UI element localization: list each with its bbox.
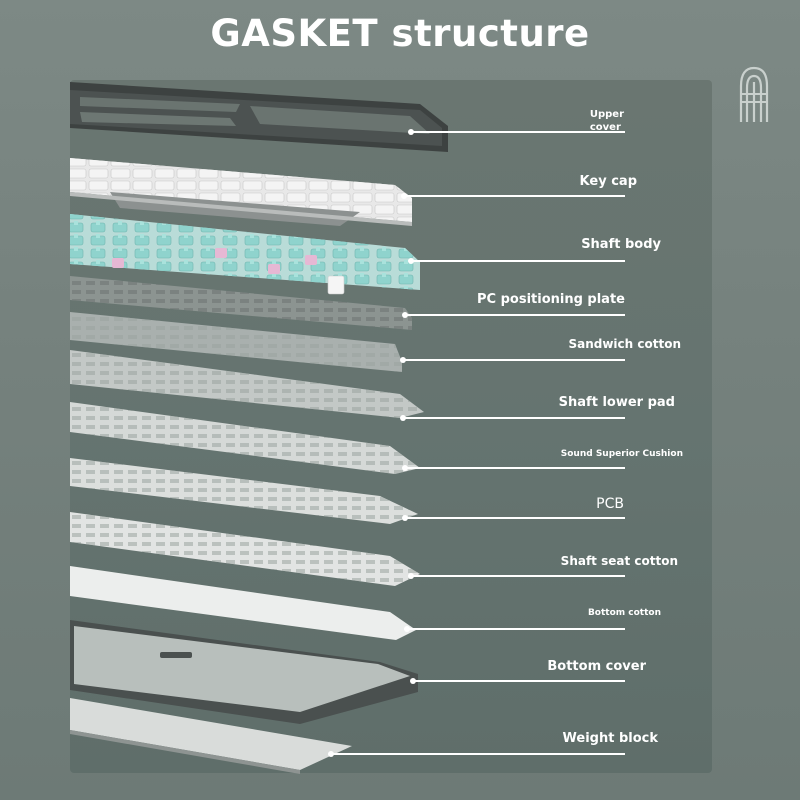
sandwich-cotton-layer <box>70 312 402 372</box>
shaft-body-leader <box>412 260 625 262</box>
shaft-body-dot <box>408 258 414 264</box>
bottom-cover-layer <box>70 620 418 724</box>
shaft-seat-cotton-dot <box>408 573 414 579</box>
shaft-lower-pad-layer <box>70 350 424 418</box>
shaft-lower-pad-dot <box>400 415 406 421</box>
bottom-cotton-layer <box>70 566 416 640</box>
pc-positioning-plate-dot <box>402 312 408 318</box>
weight-block-dot <box>328 751 334 757</box>
label-pc-positioning-plate: PC positioning plate <box>477 292 625 307</box>
bottom-cover-dot <box>410 678 416 684</box>
shaft-seat-cotton-layer <box>70 512 420 586</box>
sound-superior-cushion-leader <box>406 467 625 469</box>
shaft-seat-cotton-leader <box>412 575 625 577</box>
bottom-cover-leader <box>414 680 625 682</box>
label-bottom-cover: Bottom cover <box>547 659 646 674</box>
key-cap-leader <box>405 195 625 197</box>
bottom-cotton-leader <box>408 628 625 630</box>
label-bottom-cotton: Bottom cotton <box>587 608 661 618</box>
weight-block-leader <box>332 753 625 755</box>
sandwich-cotton-leader <box>404 359 625 361</box>
pc-positioning-plate-layer <box>70 276 412 330</box>
upper-cover-leader <box>412 131 625 133</box>
sound-superior-cushion-layer <box>70 402 420 474</box>
pcb-dot <box>402 515 408 521</box>
label-shaft-seat-cotton: Shaft seat cotton <box>560 554 678 568</box>
label-upper-cover: Upper cover <box>589 109 624 133</box>
pc-positioning-plate-leader <box>406 314 625 316</box>
striped-dome-logo-icon <box>739 66 769 122</box>
key-cap-layer <box>70 158 412 226</box>
label-pcb: PCB <box>596 496 624 512</box>
pcb-layer <box>70 458 418 524</box>
label-shaft-body: Shaft body <box>581 237 661 252</box>
label-shaft-lower-pad: Shaft lower pad <box>558 395 675 410</box>
shaft-body-layer <box>70 214 420 295</box>
upper-cover-layer <box>70 82 448 152</box>
sandwich-cotton-dot <box>400 357 406 363</box>
shaft-lower-pad-leader <box>404 417 625 419</box>
pcb-leader <box>406 517 625 519</box>
label-sound-superior-cushion: Sound Superior Cushion <box>560 449 683 459</box>
key-cap-dot <box>401 193 407 199</box>
label-weight-block: Weight block <box>562 731 659 746</box>
label-key-cap: Key cap <box>579 174 637 189</box>
upper-cover-dot <box>408 129 414 135</box>
weight-block-layer <box>70 698 352 774</box>
bottom-cotton-dot <box>404 626 410 632</box>
sound-superior-cushion-dot <box>402 465 408 471</box>
page-title: GASKET structure <box>210 12 590 55</box>
label-sandwich-cotton: Sandwich cotton <box>568 337 681 351</box>
